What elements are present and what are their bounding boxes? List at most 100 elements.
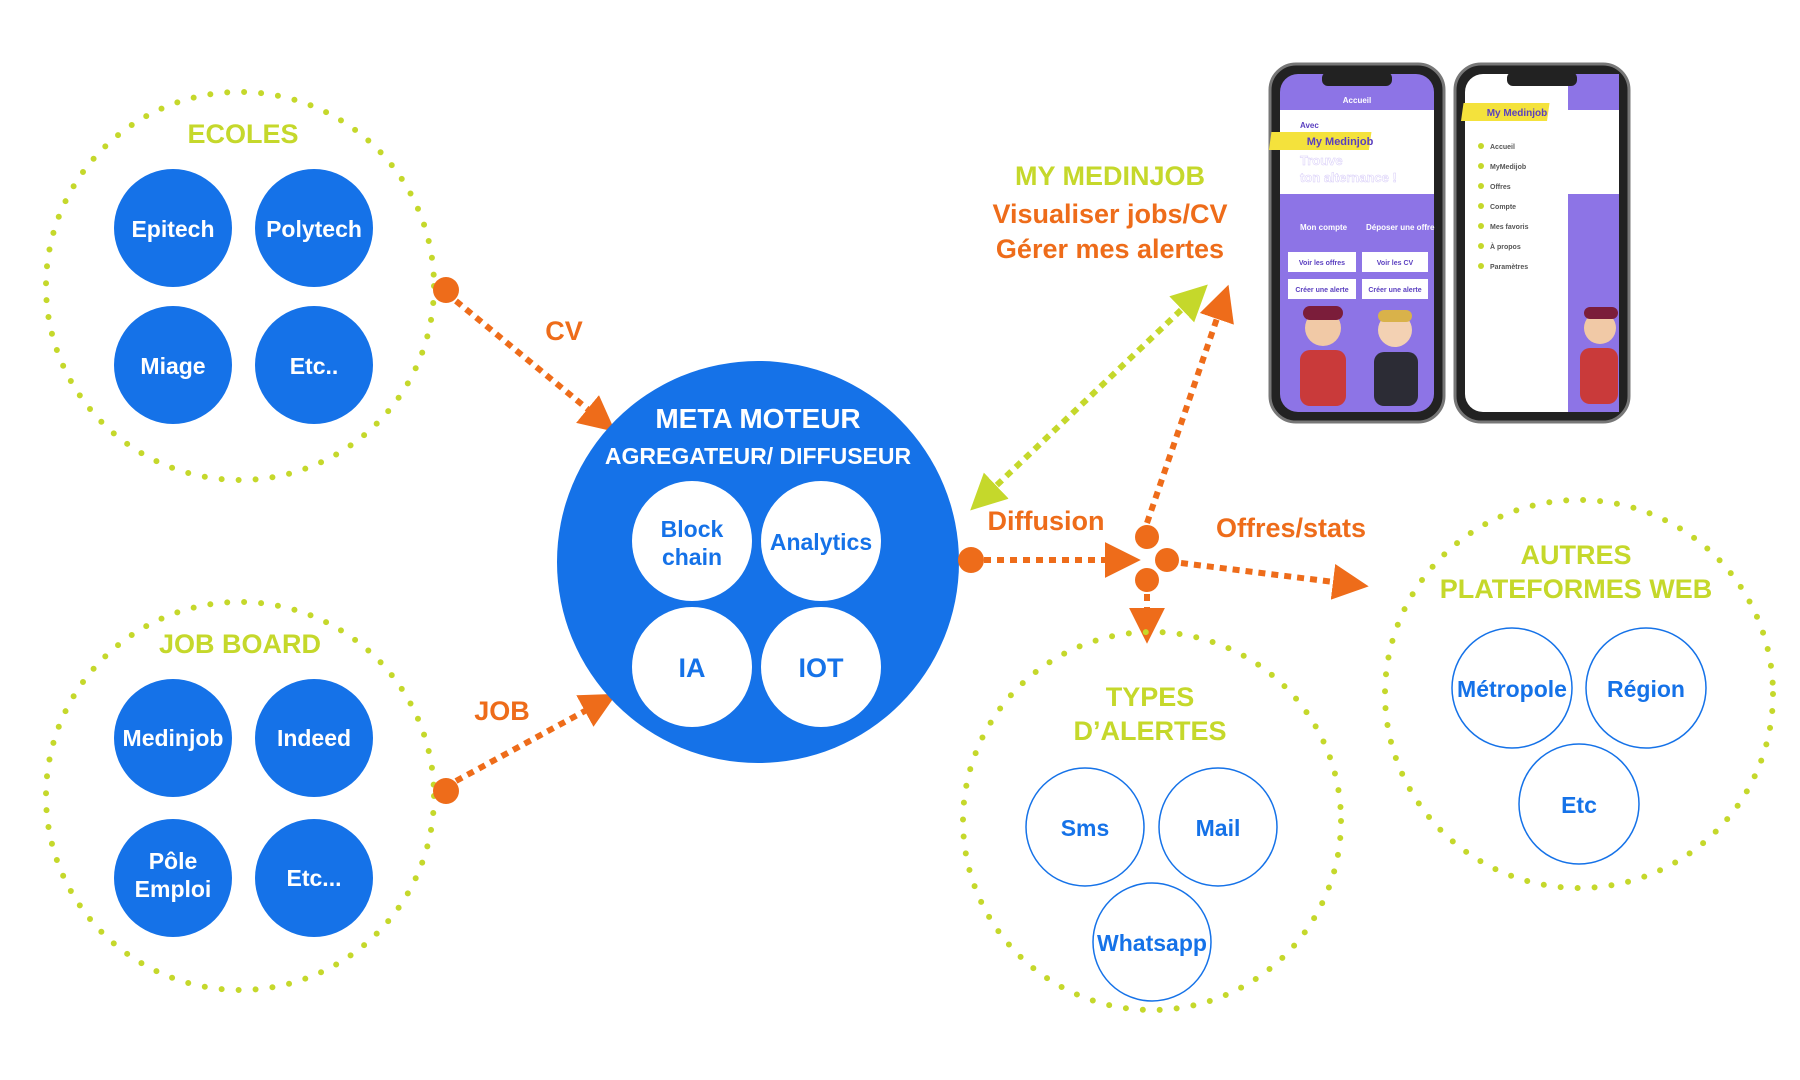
autres-label-region: Région	[1607, 676, 1685, 702]
jobboard-label-etc: Etc...	[287, 865, 342, 891]
ecoles-label-polytech: Polytech	[266, 216, 362, 242]
autres-title-2: PLATEFORMES WEB	[1440, 574, 1713, 604]
alertes-node-mail: Mail	[1158, 767, 1278, 887]
diffusion-start-dot	[958, 547, 984, 573]
phone-1-btn3-label: Créer une alerte	[1295, 287, 1348, 294]
center-label-block: Block	[661, 516, 724, 542]
center-label-ia: IA	[679, 653, 706, 683]
label-job: JOB	[474, 696, 530, 726]
phone-1-person-1	[1300, 306, 1346, 406]
phone-2-menu-item-3: Compte	[1490, 204, 1516, 211]
center-title: META MOTEUR	[655, 403, 860, 434]
alertes-group: TYPES D’ALERTES Sms Mail Whatsapp	[960, 629, 1344, 1013]
ecoles-title: ECOLES	[187, 119, 298, 149]
alertes-node-whatsapp: Whatsapp	[1092, 882, 1212, 1002]
ecoles-label-etc: Etc..	[290, 353, 339, 379]
phone-2: My Medinjob Accueil MyMedijob Offres Com…	[1453, 62, 1631, 424]
phone-1-btn4-label: Créer une alerte	[1368, 287, 1421, 294]
autres-label-metropole: Métropole	[1457, 676, 1567, 702]
arrow-cv: CV	[433, 277, 616, 432]
center-node-blockchain: Block chain	[632, 481, 752, 601]
ecoles-node-miage: Miage	[114, 306, 232, 424]
arrow-hub-autres	[1180, 560, 1369, 600]
jobboard-label-pole: Pôle	[149, 848, 198, 874]
hub-dot-bottom	[1135, 568, 1159, 592]
ecoles-dotted-ring	[43, 89, 437, 483]
alertes-node-sms: Sms	[1025, 767, 1145, 887]
hub-dot-right	[1155, 548, 1179, 572]
phone-1-btn2-label: Voir les CV	[1377, 260, 1414, 267]
alertes-title-1: TYPES	[1106, 682, 1195, 712]
phone-2-menu-item-0: Accueil	[1490, 144, 1515, 151]
ecoles-label-miage: Miage	[140, 353, 205, 379]
center-subtitle: AGREGATEUR/ DIFFUSEUR	[605, 443, 912, 469]
arrow-job: JOB	[433, 693, 617, 804]
phone-1-notch	[1322, 72, 1392, 86]
center-node-iot: IOT	[761, 607, 881, 727]
jobboard-node-medinjob: Medinjob	[114, 679, 232, 797]
arrow-hub-app	[1144, 284, 1234, 524]
phone-1-btn2	[1362, 252, 1428, 272]
mymedinjob-title: MY MEDINJOB	[1015, 161, 1205, 191]
alertes-label-sms: Sms	[1061, 815, 1110, 841]
autres-dotted-ring	[1382, 497, 1776, 891]
center-group: META MOTEUR AGREGATEUR/ DIFFUSEUR Block …	[557, 361, 959, 763]
ecoles-label-epitech: Epitech	[131, 216, 214, 242]
autres-group: AUTRES PLATEFORMES WEB Métropole Région …	[1382, 497, 1776, 891]
phone-1-btn3	[1288, 279, 1356, 299]
phone-1-avec: Avec	[1300, 121, 1319, 130]
jobboard-dotted-ring	[43, 599, 437, 993]
label-cv: CV	[545, 316, 583, 346]
alertes-title-2: D’ALERTES	[1073, 716, 1226, 746]
phone-2-menu-item-6: Paramètres	[1490, 264, 1528, 271]
jobboard-title: JOB BOARD	[159, 629, 321, 659]
center-node-ia: IA	[632, 607, 752, 727]
ecoles-node-polytech: Polytech	[255, 169, 373, 287]
label-diffusion: Diffusion	[988, 506, 1105, 536]
mymedinjob-line2: Gérer mes alertes	[996, 234, 1224, 264]
center-node-analytics: Analytics	[761, 481, 881, 601]
jobboard-group: JOB BOARD Medinjob Indeed Pôle Emploi Et…	[43, 599, 437, 993]
ecoles-group: ECOLES Epitech Polytech Miage Etc..	[43, 89, 437, 483]
alertes-dotted-ring	[960, 629, 1344, 1013]
label-offres-stats: Offres/stats	[1216, 513, 1366, 543]
phone-2-menu-item-5: À propos	[1490, 242, 1521, 251]
phone-2-person	[1580, 307, 1618, 404]
alertes-label-whatsapp: Whatsapp	[1097, 930, 1207, 956]
autres-node-region: Région	[1585, 627, 1707, 749]
phone-2-brand-badge	[1460, 103, 1550, 121]
autres-label-etc: Etc	[1561, 792, 1597, 818]
center-label-iot: IOT	[799, 653, 845, 683]
phone-1-top-title: Accueil	[1343, 96, 1371, 105]
arrow-cv-start-dot	[433, 277, 459, 303]
center-label-analytics: Analytics	[770, 529, 872, 555]
arrow-job-start-dot	[433, 778, 459, 804]
autres-node-metropole: Métropole	[1451, 627, 1573, 749]
jobboard-node-etc: Etc...	[255, 819, 373, 937]
jobboard-node-indeed: Indeed	[255, 679, 373, 797]
hub-dot-top	[1135, 525, 1159, 549]
phone-2-menu-item-2: Offres	[1490, 184, 1511, 191]
jobboard-label-emploi: Emploi	[135, 876, 212, 902]
phone-1-btn4	[1362, 279, 1428, 299]
phone-2-menu-item-4: Mes favoris	[1490, 224, 1529, 231]
phone-1-headline2: ton alternance !	[1300, 170, 1397, 185]
jobboard-label-medinjob: Medinjob	[123, 725, 224, 751]
phone-1: Accueil Avec My Medinjob Trouve ton alte…	[1268, 62, 1446, 424]
center-label-chain: chain	[662, 544, 722, 570]
phone-1-brand-badge	[1268, 132, 1372, 150]
jobboard-node-pole-emploi: Pôle Emploi	[114, 819, 232, 937]
phone-1-headline1: Trouve	[1300, 153, 1343, 168]
phone-1-btn1	[1288, 252, 1356, 272]
phone-1-btn1-label: Voir les offres	[1299, 260, 1345, 267]
phone-2-menu: Accueil MyMedijob Offres Compte Mes favo…	[1478, 143, 1529, 271]
phone-1-brand: My Medinjob	[1307, 136, 1374, 148]
mymedinjob-line1: Visualiser jobs/CV	[992, 199, 1227, 229]
ecoles-node-epitech: Epitech	[114, 169, 232, 287]
phone-2-brand: My Medinjob	[1487, 108, 1548, 119]
phone-1-tab1: Mon compte	[1300, 223, 1348, 232]
mymedinjob-text: MY MEDINJOB Visualiser jobs/CV Gérer mes…	[992, 161, 1227, 264]
diffusion-hub: Diffusion Offres/stats	[958, 284, 1369, 644]
alertes-label-mail: Mail	[1196, 815, 1241, 841]
